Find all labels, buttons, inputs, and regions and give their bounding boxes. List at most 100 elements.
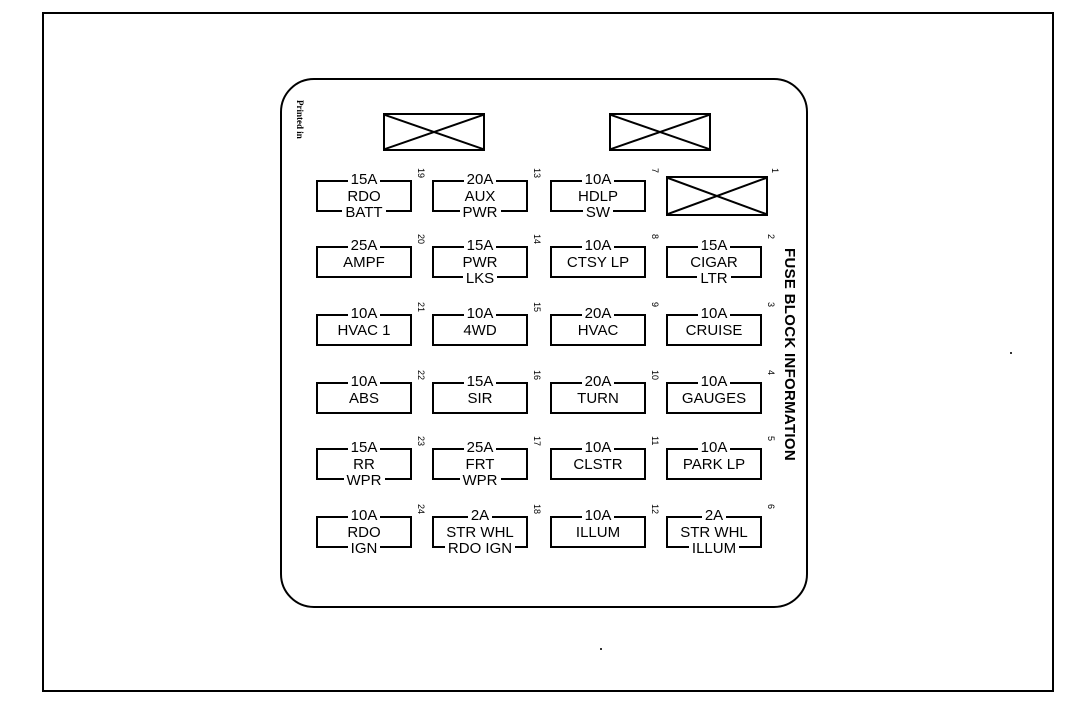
fuse-label: ABS <box>348 390 379 407</box>
fuse-label-line2: LTR <box>666 270 762 287</box>
fuse-number: 8 <box>650 234 660 240</box>
fuse-number: 15 <box>532 302 542 313</box>
fuse-label: CTSY LP <box>566 254 630 271</box>
fuse-amperage: 2A <box>666 507 762 524</box>
fuse-label: TURN <box>577 390 619 407</box>
fuse-label: HVAC 1 <box>337 322 391 339</box>
fuse-amperage: 10A <box>666 373 762 390</box>
fuse-label: SIR <box>467 390 493 407</box>
fuse-amperage: 10A <box>550 507 646 524</box>
fuse-label: CLSTR <box>573 456 623 473</box>
fuse-block-title: FUSE BLOCK INFORMATION <box>776 248 804 480</box>
printed-in-text: Printed in <box>295 100 305 139</box>
fuse-label: FRT <box>465 456 495 473</box>
fuse-amperage: 10A <box>432 305 528 322</box>
fuse-number: 16 <box>532 370 542 381</box>
fuse-amperage: 15A <box>432 373 528 390</box>
printed-in-label: Printed in <box>291 100 307 152</box>
fuse-block-title-text: FUSE BLOCK INFORMATION <box>781 248 798 461</box>
fuse-number: 6 <box>766 504 776 510</box>
fuse-amperage: 10A <box>550 237 646 254</box>
fuse-label: ILLUM <box>575 524 621 541</box>
fuse-amperage: 10A <box>550 171 646 188</box>
fuse-label: HDLP <box>577 188 618 205</box>
relay-number: 1 <box>770 168 780 174</box>
fuse-number: 24 <box>416 504 426 515</box>
fuse-amperage: 20A <box>432 171 528 188</box>
fuse-label-line2: SW <box>550 204 646 221</box>
fuse-label-line2: WPR <box>316 472 412 489</box>
fuse-amperage: 10A <box>316 373 412 390</box>
fuse-label: AMPF <box>343 254 385 271</box>
fuse-number: 2 <box>766 234 776 240</box>
fuse-number: 5 <box>766 436 776 442</box>
fuse-label: AUX <box>464 188 496 205</box>
fuse-label-line2: ILLUM <box>666 540 762 557</box>
fuse-label: RR <box>353 456 375 473</box>
fuse-block-panel <box>280 78 808 608</box>
fuse-label: CRUISE <box>685 322 743 339</box>
fuse-label: HVAC <box>577 322 619 339</box>
fuse-label: 4WD <box>463 322 497 339</box>
fuse-amperage: 15A <box>666 237 762 254</box>
relay-x-mark <box>385 115 483 149</box>
fuse-amperage: 25A <box>316 237 412 254</box>
fuse-label-line2: WPR <box>432 472 528 489</box>
fuse-amperage: 10A <box>666 439 762 456</box>
fuse-amperage: 10A <box>316 507 412 524</box>
fuse-label: STR WHL <box>446 524 514 541</box>
fuse-number: 11 <box>650 436 660 446</box>
fuse-label: RDO <box>347 524 381 541</box>
fuse-label: CIGAR <box>690 254 738 271</box>
fuse-number: 7 <box>650 168 660 174</box>
fuse-label: PARK LP <box>682 456 746 473</box>
fuse-number: 9 <box>650 302 660 308</box>
fuse-label-line2: RDO IGN <box>432 540 528 557</box>
fuse-number: 23 <box>416 436 426 447</box>
fuse-amperage: 10A <box>316 305 412 322</box>
fuse-label-line2: LKS <box>432 270 528 287</box>
relay-x-mark <box>668 178 766 214</box>
relay-box <box>383 113 485 151</box>
fuse-number: 17 <box>532 436 542 447</box>
fuse-number: 13 <box>532 168 542 179</box>
fuse-label-line2: IGN <box>316 540 412 557</box>
fuse-number: 22 <box>416 370 426 381</box>
fuse-amperage: 15A <box>316 171 412 188</box>
outer-frame <box>42 12 1054 692</box>
fuse-label: STR WHL <box>680 524 748 541</box>
fuse-amperage: 2A <box>432 507 528 524</box>
scan-speck <box>1010 352 1012 354</box>
relay-box <box>609 113 711 151</box>
fuse-number: 18 <box>532 504 542 515</box>
fuse-amperage: 20A <box>550 305 646 322</box>
fuse-number: 4 <box>766 370 776 376</box>
fuse-number: 3 <box>766 302 776 308</box>
fuse-amperage: 10A <box>550 439 646 456</box>
fuse-amperage: 15A <box>316 439 412 456</box>
fuse-label: PWR <box>462 254 498 271</box>
fuse-label-line2: BATT <box>316 204 412 221</box>
fuse-number: 19 <box>416 168 426 179</box>
relay-box <box>666 176 768 216</box>
fuse-amperage: 15A <box>432 237 528 254</box>
fuse-amperage: 25A <box>432 439 528 456</box>
fuse-label: RDO <box>347 188 381 205</box>
fuse-number: 14 <box>532 234 542 245</box>
